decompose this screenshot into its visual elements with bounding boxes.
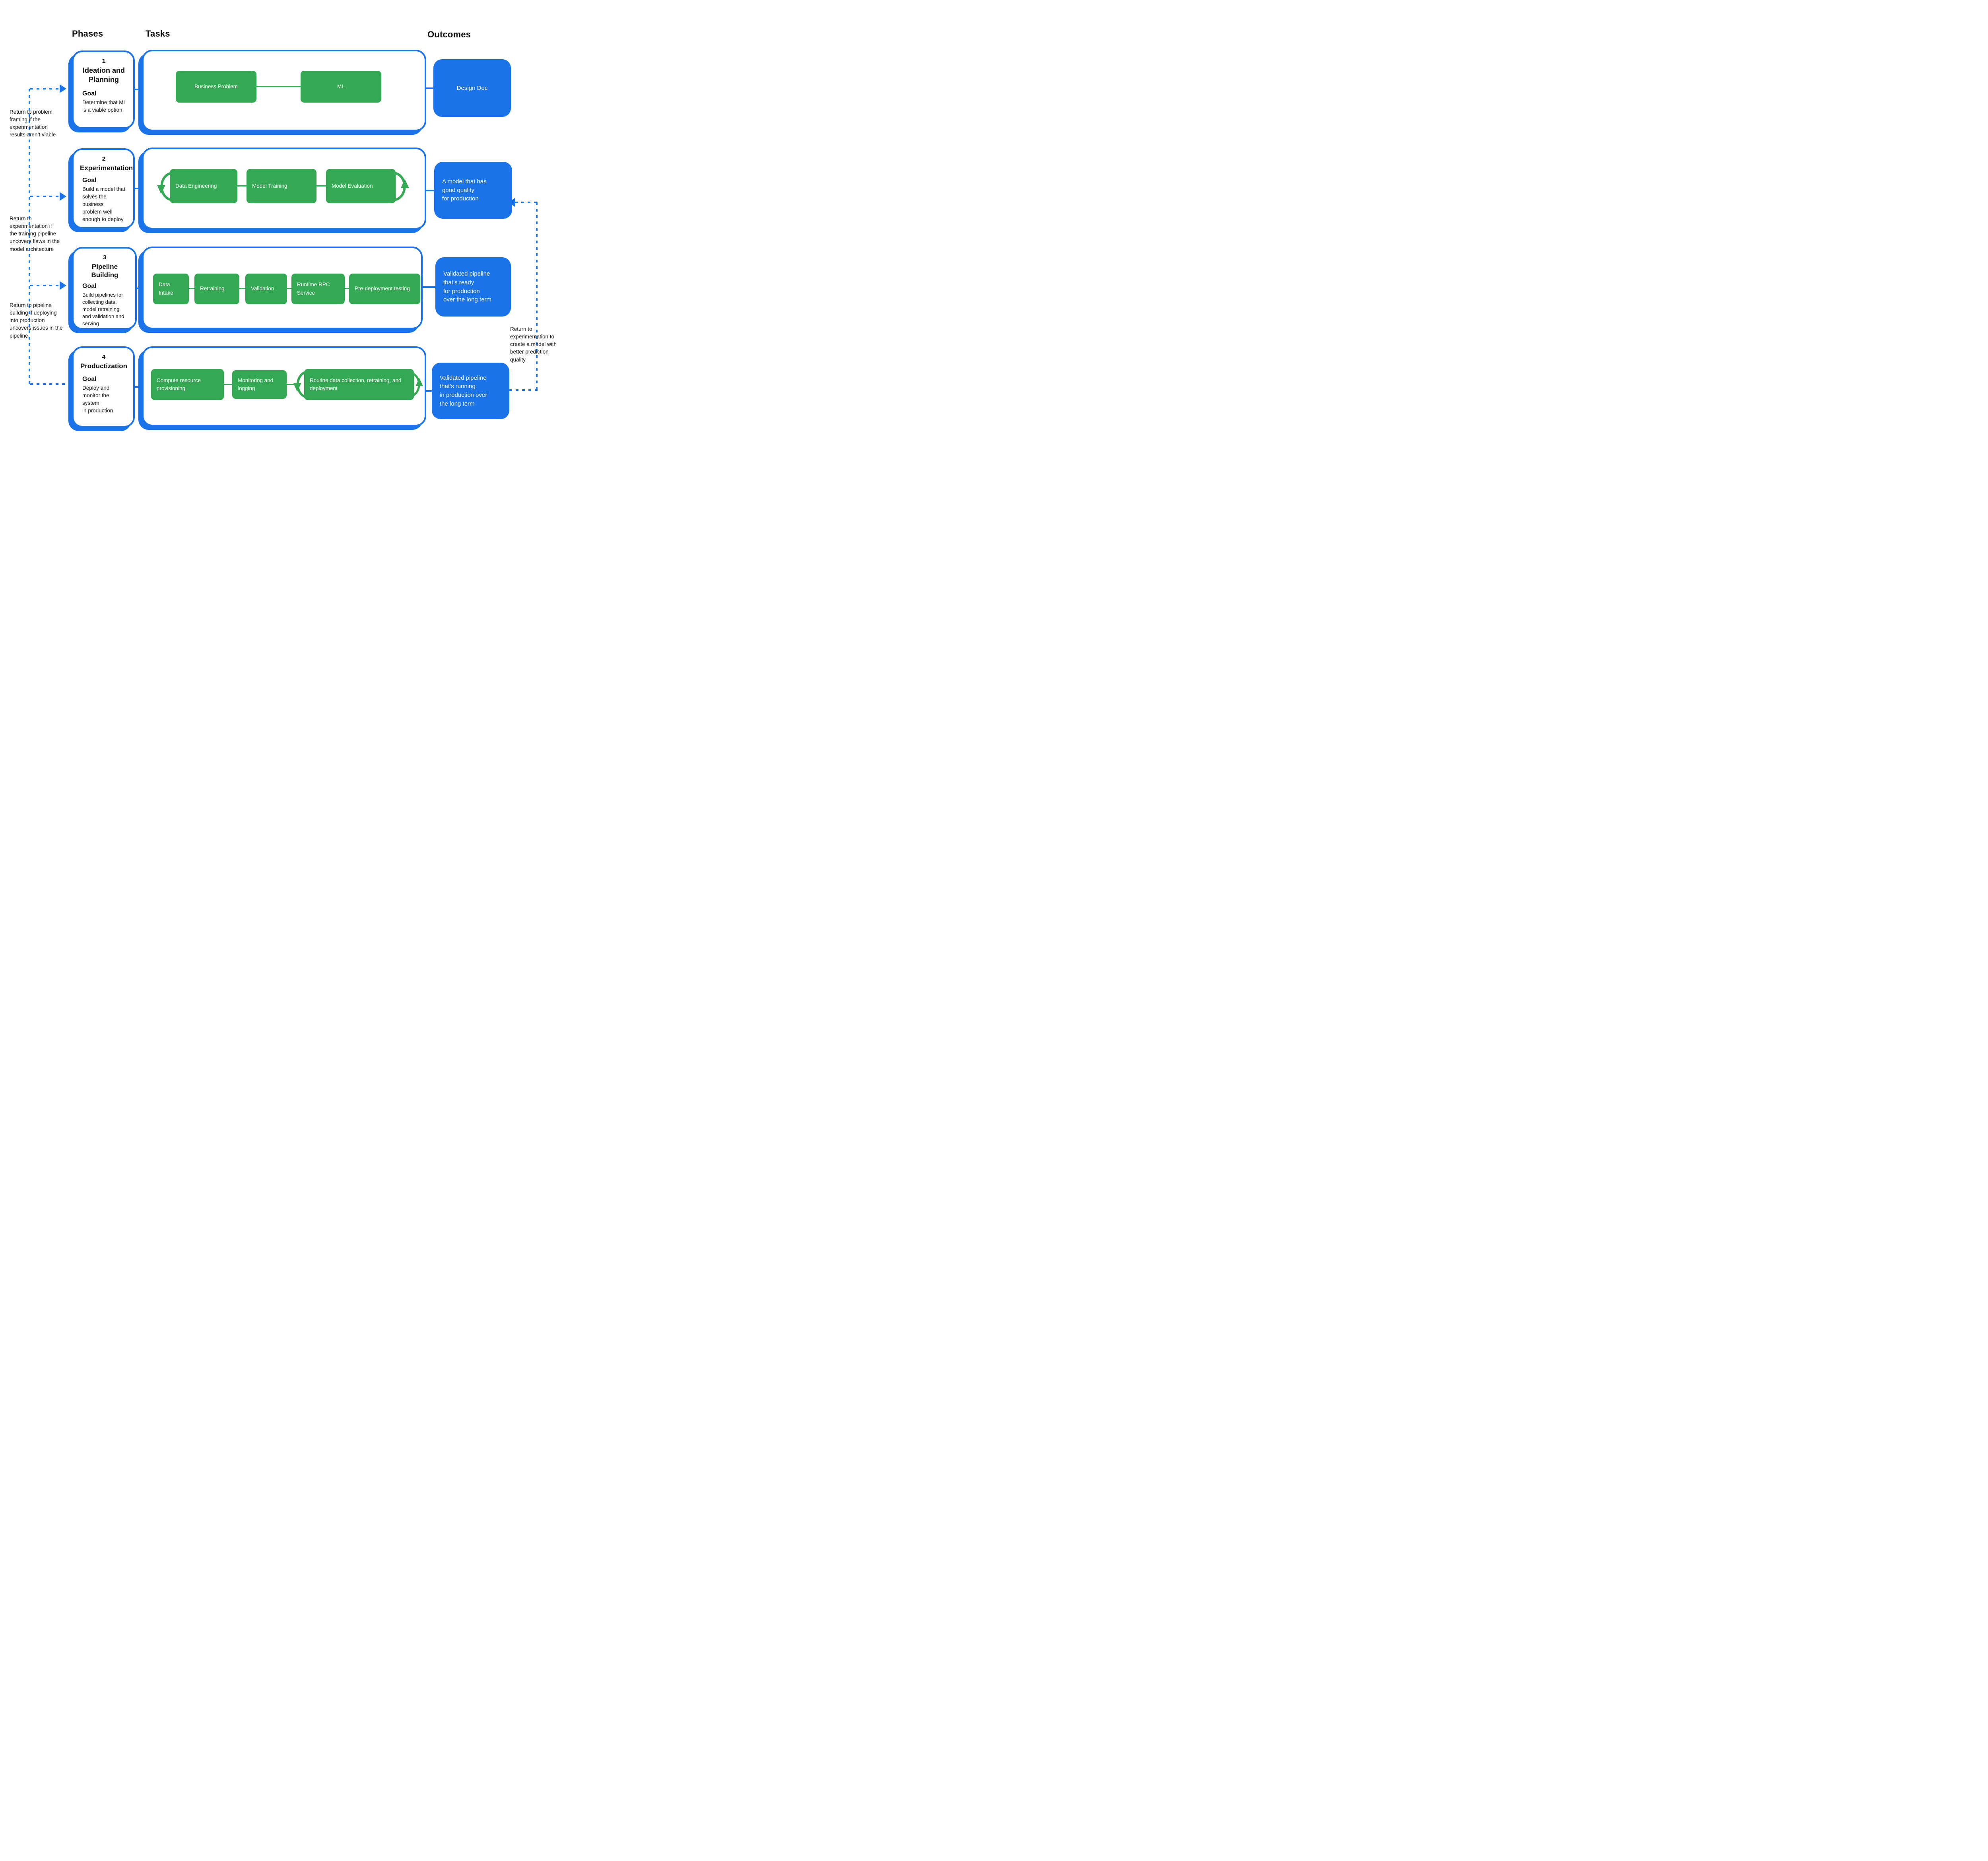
outcomes-header: Outcomes — [427, 29, 471, 39]
tasks-header: Tasks — [146, 29, 170, 39]
task-runtime-rpc-service: Runtime RPC Service — [291, 274, 345, 304]
connector-rt-va — [239, 288, 245, 289]
return-arrow-phase1-icon — [60, 84, 66, 93]
outcome-design-doc: Design Doc — [433, 59, 511, 117]
connector-phase4-tasks — [134, 386, 143, 388]
phase-goal: Goal Deploy and monitor the system in pr… — [80, 376, 128, 415]
connector-tasks1-outcome — [425, 87, 433, 89]
phase-number: 2 — [102, 155, 106, 162]
task-routine-data-collection: Routine data collection, retraining, and… — [304, 369, 414, 400]
outcome-validated-pipeline-running: Validated pipeline that’s running in pro… — [432, 363, 509, 419]
return-arrow-phase3-icon — [60, 281, 66, 290]
task-predeployment-testing: Pre-deployment testing — [349, 274, 420, 304]
goal-label: Goal — [82, 282, 97, 289]
connector-tasks2-outcome — [425, 190, 434, 191]
connector-va-rpc — [287, 288, 291, 289]
connector-phase2-tasks — [134, 188, 143, 189]
connector-phase1-tasks — [134, 89, 143, 90]
phase-number: 1 — [102, 58, 106, 64]
connector-crp-ml — [224, 384, 232, 385]
connector-ml-rdc — [287, 384, 296, 385]
return-arrow-outcome2-icon — [508, 198, 515, 207]
phase-box-productization: 4 Productization Goal Deploy and monitor… — [72, 346, 135, 427]
task-ml: ML — [301, 71, 381, 103]
goal-text: Build a model that solves the business p… — [82, 186, 126, 222]
phase-number: 4 — [102, 354, 106, 360]
goal-text: Determine that ML is a viable option — [82, 99, 127, 113]
loop-arrow-right-icon — [394, 170, 412, 203]
task-model-training: Model Training — [247, 169, 316, 203]
goal-text: Build pipelines for collecting data, mod… — [82, 291, 124, 327]
connector-de-mt — [237, 185, 247, 186]
phase-title: Productization — [80, 362, 128, 370]
connector-mt-me — [316, 185, 326, 186]
goal-text: Deploy and monitor the system in product… — [82, 385, 113, 414]
task-model-evaluation: Model Evaluation — [326, 169, 396, 203]
note-return-pipeline-building: Return to pipeline building if deploying… — [10, 302, 63, 339]
loop-arrow-left-icon — [290, 369, 309, 400]
connector-phase3-tasks — [136, 288, 143, 289]
phase-box-experimentation: 2 Experimentation Goal Build a model tha… — [72, 148, 135, 229]
connector-rpc-pdt — [345, 288, 349, 289]
outcome-validated-pipeline-ready: Validated pipeline that’s ready for prod… — [435, 257, 511, 317]
loop-arrow-left-icon — [154, 170, 173, 203]
task-monitoring-logging: Monitoring and logging — [232, 370, 287, 399]
phases-header: Phases — [72, 29, 103, 39]
phase-box-pipeline-building: 3 Pipeline Building Goal Build pipelines… — [72, 247, 137, 330]
task-validation: Validation — [245, 274, 287, 304]
goal-label: Goal — [82, 177, 97, 184]
task-data-engineering: Data Engineering — [170, 169, 237, 203]
phase-goal: Goal Build a model that solves the busin… — [80, 177, 128, 223]
task-retraining: Retraining — [194, 274, 239, 304]
right-return-dotted-line — [536, 202, 538, 391]
goal-label: Goal — [82, 376, 97, 383]
connector-tasks4-outcome — [425, 390, 432, 392]
return-branch-phase3 — [30, 285, 60, 286]
phase-goal: Goal Build pipelines for collecting data… — [80, 283, 130, 328]
connector-business-ml — [256, 86, 301, 87]
phase-title: Experimentation — [80, 164, 133, 172]
left-return-dotted-line — [29, 89, 30, 385]
loop-arrow-right-icon — [410, 369, 425, 400]
note-return-experimentation: Return to experimentation if the trainin… — [10, 216, 60, 252]
goal-label: Goal — [82, 90, 97, 97]
phase-title: Ideation and Planning — [82, 66, 125, 84]
task-data-intake: Data Intake — [153, 274, 189, 304]
return-branch-phase2 — [30, 196, 60, 197]
phase-title: Pipeline Building — [91, 263, 118, 279]
note-return-problem-framing: Return to problem framing if the experim… — [10, 109, 56, 138]
phase-box-ideation: 1 Ideation and Planning Goal Determine t… — [72, 51, 135, 129]
connector-di-rt — [189, 288, 194, 289]
return-branch-phase1 — [30, 88, 60, 89]
outcome-good-model: A model that has good quality for produc… — [434, 162, 512, 219]
task-compute-resource-provisioning: Compute resource provisioning — [151, 369, 224, 400]
phase-goal: Goal Determine that ML is a viable optio… — [80, 90, 128, 114]
return-branch-phase4 — [30, 383, 68, 385]
task-business-problem: Business Problem — [176, 71, 256, 103]
right-return-bottom-segment — [509, 389, 538, 391]
ml-lifecycle-diagram: Phases Tasks Outcomes 1 Ideation and Pla… — [0, 0, 564, 465]
return-arrow-phase2-icon — [60, 192, 66, 201]
connector-tasks3-outcome — [422, 286, 435, 288]
note-return-better-prediction: Return to experimentation to create a mo… — [510, 326, 557, 363]
right-return-top-segment — [515, 202, 538, 203]
phase-number: 3 — [103, 254, 107, 261]
